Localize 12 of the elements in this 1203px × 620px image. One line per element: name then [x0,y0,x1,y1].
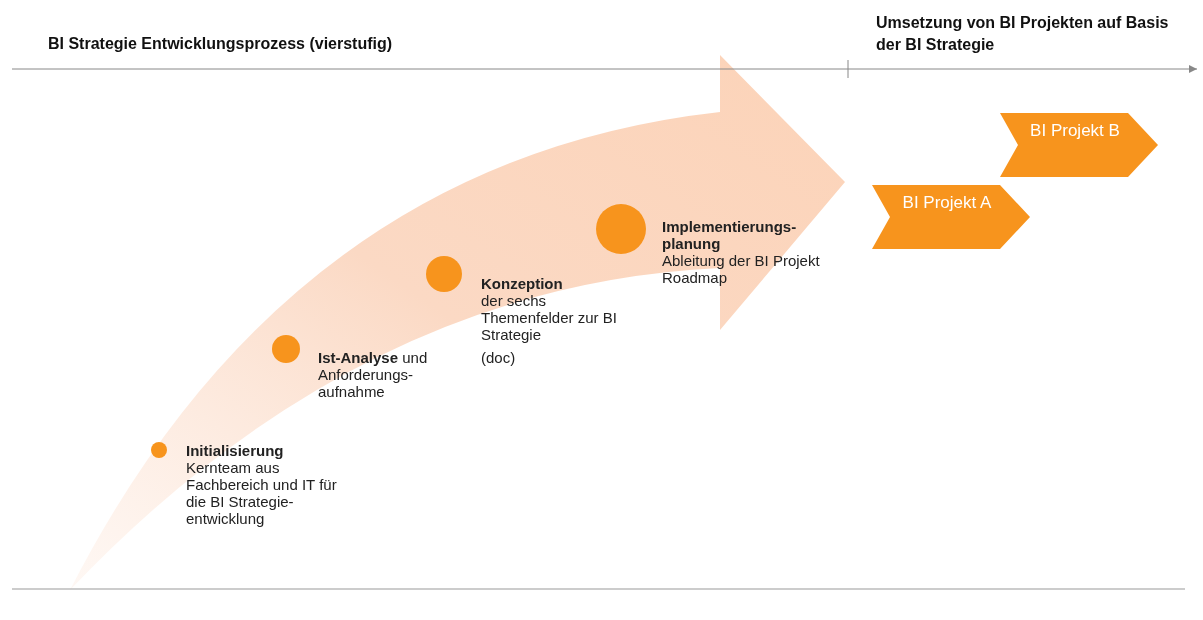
step-heading: Implementierungs- planung [662,218,798,252]
step-heading: Initialisierung [186,442,285,459]
step-description: (doc) [481,349,517,366]
project-chevron: BI Projekt A [872,185,1030,249]
phase-heading: Umsetzung von BI Projekten auf Basis der BI Strategie [876,13,1170,55]
step-heading: Konzeption [481,275,564,292]
step-description: Kernteam aus Fachbereich und IT für die BI Strategie- entwicklung [186,459,338,527]
step-description: der sechs Themenfelder zur BI Strategie [481,292,618,343]
step-description: Ableitung der BI Projekt Roadmap [662,252,821,286]
phase-heading: BI Strategie Entwicklungsprozess (vierstufig) [48,34,394,54]
step-description: Ist-Analyse und Anforderungs- aufnahme [318,349,429,400]
project-chevron: BI Projekt B [1000,113,1158,177]
